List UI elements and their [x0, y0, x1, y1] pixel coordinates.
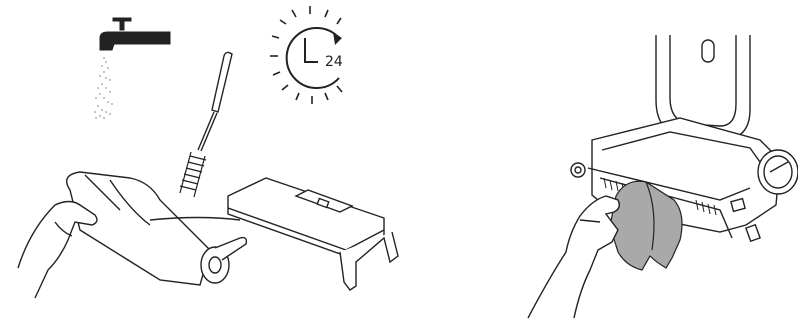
timer-hours-label: 24 [325, 54, 343, 70]
roller-cover-icon [228, 178, 398, 290]
water-spray-icon [94, 57, 113, 119]
cleaning-parts-illustration: 24 [0, 0, 420, 326]
hand-icon [18, 202, 97, 299]
cleaning-parts-panel: 24 [0, 0, 420, 326]
roller-brush-icon [67, 172, 247, 285]
cleaning-brush-icon [180, 52, 232, 197]
vacuum-wipe-illustration [420, 0, 798, 326]
vacuum-wipe-panel [420, 0, 798, 326]
faucet-icon [100, 18, 170, 50]
hand-icon [528, 196, 619, 318]
